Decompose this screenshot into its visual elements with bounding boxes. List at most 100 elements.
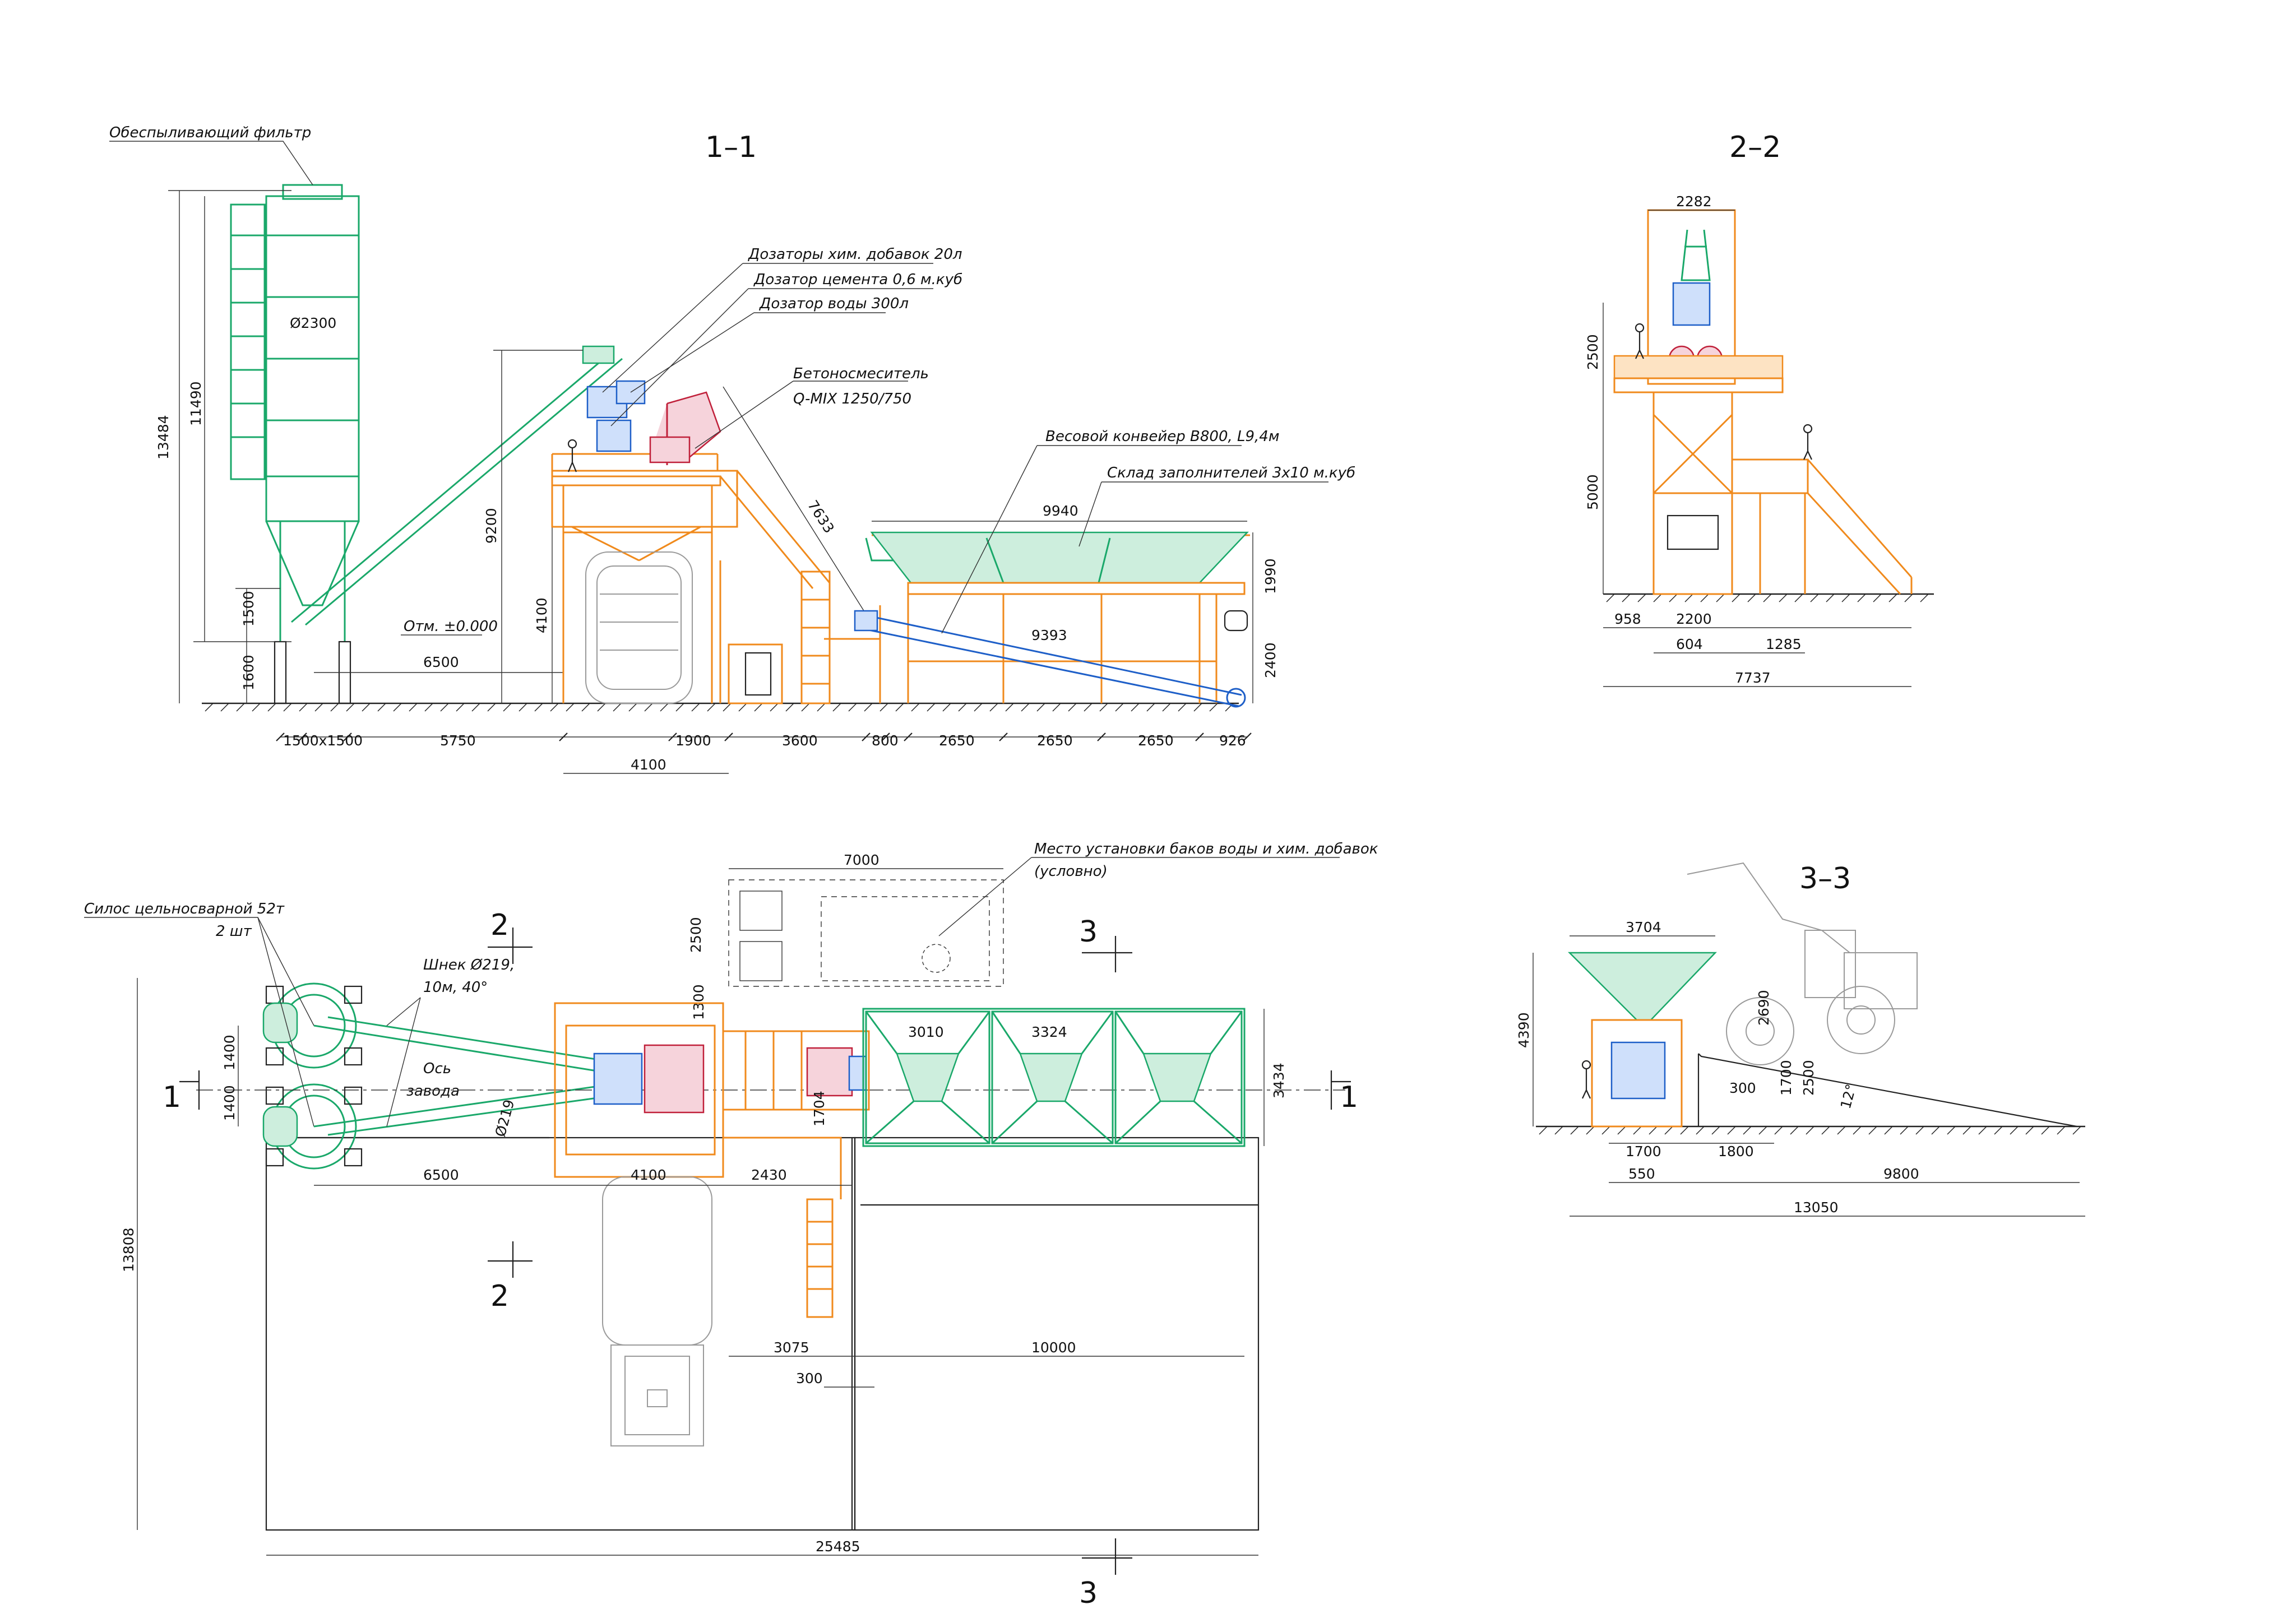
ground-hatch-stroke [1021,703,1030,712]
ground-hatch-stroke [2041,1126,2050,1135]
ground-hatch-stroke [1696,1126,1705,1135]
ground-hatch-stroke [1115,703,1124,712]
person-figure-33 [1581,1060,1591,1099]
dim-300-plan: 300 [796,1370,823,1386]
dim-7633: 7633 [804,497,837,536]
dim-auger-dia: Ø219 [492,1098,517,1139]
ground-hatch-stroke [1794,593,1803,602]
section-3-3-title: 3–3 [1799,862,1851,896]
dim-1300: 1300 [691,984,707,1020]
dim-1600: 1600 [240,655,257,690]
ground-hatch-stroke [1947,1126,1956,1135]
ground-hatch-stroke [252,703,261,712]
dim-25485: 25485 [816,1538,860,1555]
ground-hatch-stroke [1669,593,1678,602]
cement-auger-11 [291,345,623,626]
ground-hatch-stroke [801,703,810,712]
ground-hatch-stroke [1884,1126,1893,1135]
ground-hatch-stroke [974,703,983,712]
ground-hatch-stroke [440,703,449,712]
label-mixer: Бетоносмеситель [793,365,929,382]
ground-hatch-stroke [1743,1126,1752,1135]
ground-hatch-stroke [1810,593,1819,602]
label-silo-qty: 2 шт [216,923,252,940]
ground-hatch-stroke [1994,1126,2003,1135]
dim-9800: 9800 [1883,1166,1919,1182]
ground-hatch-stroke [1622,593,1631,602]
dim-tick [862,732,871,741]
dim-2650-a: 2650 [939,732,975,749]
label-dust-filter: Обеспыливающий фильтр [109,124,311,141]
ground-hatch-stroke [832,703,841,712]
stairs-plan [723,1137,842,1318]
ground-hatch-stroke [1617,1126,1626,1135]
dim-1990: 1990 [1262,558,1279,594]
dim-2282: 2282 [1676,193,1712,210]
ground-hatch-stroke [879,703,888,712]
ground-hatch-stroke [675,703,684,712]
ground-hatch-stroke [1664,1126,1673,1135]
ground-hatch-stroke [1931,1126,1940,1135]
ground-hatch-stroke [205,703,214,712]
ground-hatch-stroke [1649,1126,1658,1135]
ground-hatch-stroke [503,703,512,712]
ground-hatch-stroke [1868,1126,1877,1135]
ground-hatch-stroke [1920,593,1929,602]
ground-hatch-stroke [1700,593,1709,602]
label-zero-mark: Отм. ±0.000 [404,618,498,635]
dim-926: 926 [1219,732,1246,749]
cut-2-bottom: 2 [490,1279,509,1313]
ground-hatch-stroke [1711,1126,1720,1135]
ground-hatch-stroke [864,703,873,712]
ground-hatch-stroke [911,703,920,712]
dim-9940: 9940 [1043,503,1078,519]
label-silo: Силос цельносварной 52т [84,901,285,917]
silo-plan-bottom [262,1083,363,1170]
dosers-11 [586,380,721,465]
ground-hatch-stroke [1806,1126,1814,1135]
hopper-frame-33 [1591,1019,1683,1128]
dim-1700-h: 1700 [1626,1143,1661,1160]
section-2-2: 2–2 [1585,131,1934,687]
ground-hatch-stroke [1900,1126,1909,1135]
ground-hatch-stroke [409,703,418,712]
mixer-plan [644,1044,705,1114]
dim-2500-plan: 2500 [688,917,704,953]
ground-hatch-stroke [519,703,527,712]
ground-hatch-stroke [1915,1126,1924,1135]
ground-hatch-stroke [1904,593,1913,602]
dim-9200: 9200 [483,508,499,544]
ground-hatch-stroke [2025,1126,2034,1135]
dim-604: 604 [1676,636,1703,652]
tanks-area [728,879,1004,987]
ground-hatch-11 [205,703,1234,712]
dim-2200: 2200 [1676,611,1712,627]
cut-1-right: 1 [1340,1081,1358,1114]
label-auger: Шнек Ø219, [423,957,515,973]
cut-3-top: 3 [1079,915,1098,949]
cement-doser [596,419,632,452]
dim-angle: 12° [1837,1082,1859,1110]
ground-hatch-stroke [613,703,622,712]
ground-hatch-stroke [299,703,308,712]
dim-2430: 2430 [751,1167,787,1183]
ground-hatch-stroke [534,703,543,712]
cut-3-bottom: 3 [1079,1576,1098,1610]
label-plant-axis-2: завода [406,1083,460,1100]
ground-hatch-stroke [1539,1126,1548,1135]
dim-5000-22: 5000 [1585,474,1601,510]
ground-hatch-stroke [314,703,323,712]
ground-hatch-stroke [1790,1126,1799,1135]
ground-hatch-stroke [660,703,669,712]
dims-left-11 [168,190,291,703]
person-figure-22a [1635,323,1645,359]
ground-hatch-stroke [220,703,229,712]
tick-marks-11 [276,732,1252,741]
ground-hatch-stroke [346,703,355,712]
dim-tick [999,732,1008,741]
ground-hatch-stroke [1888,593,1897,602]
ground-hatch-stroke [2057,1126,2066,1135]
label-water-doser: Дозатор воды 300л [759,295,909,312]
ground-hatch-stroke [550,703,559,712]
cut-markers [179,928,1351,1575]
